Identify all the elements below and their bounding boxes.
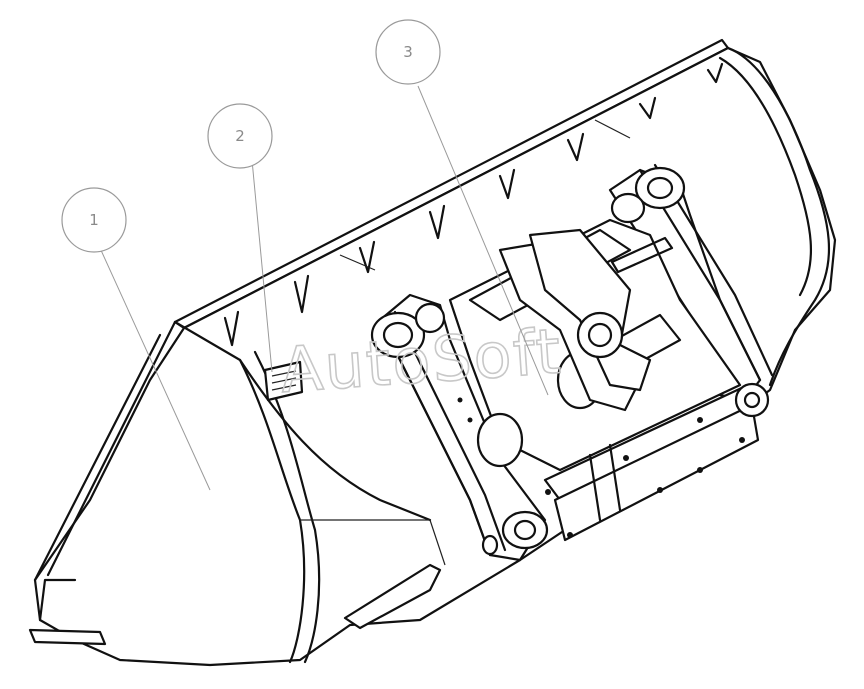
pins xyxy=(370,166,770,556)
top-ribs xyxy=(223,62,724,347)
callout-3-label: 3 xyxy=(403,43,413,61)
leader-lines xyxy=(99,85,549,491)
nameplate xyxy=(263,360,304,402)
callout-1: 1 xyxy=(61,187,127,253)
callout-2-label: 2 xyxy=(235,127,245,145)
bolts xyxy=(457,397,745,538)
callout-2: 2 xyxy=(207,103,273,169)
callout-1-label: 1 xyxy=(89,211,99,229)
callout-3: 3 xyxy=(375,19,441,85)
